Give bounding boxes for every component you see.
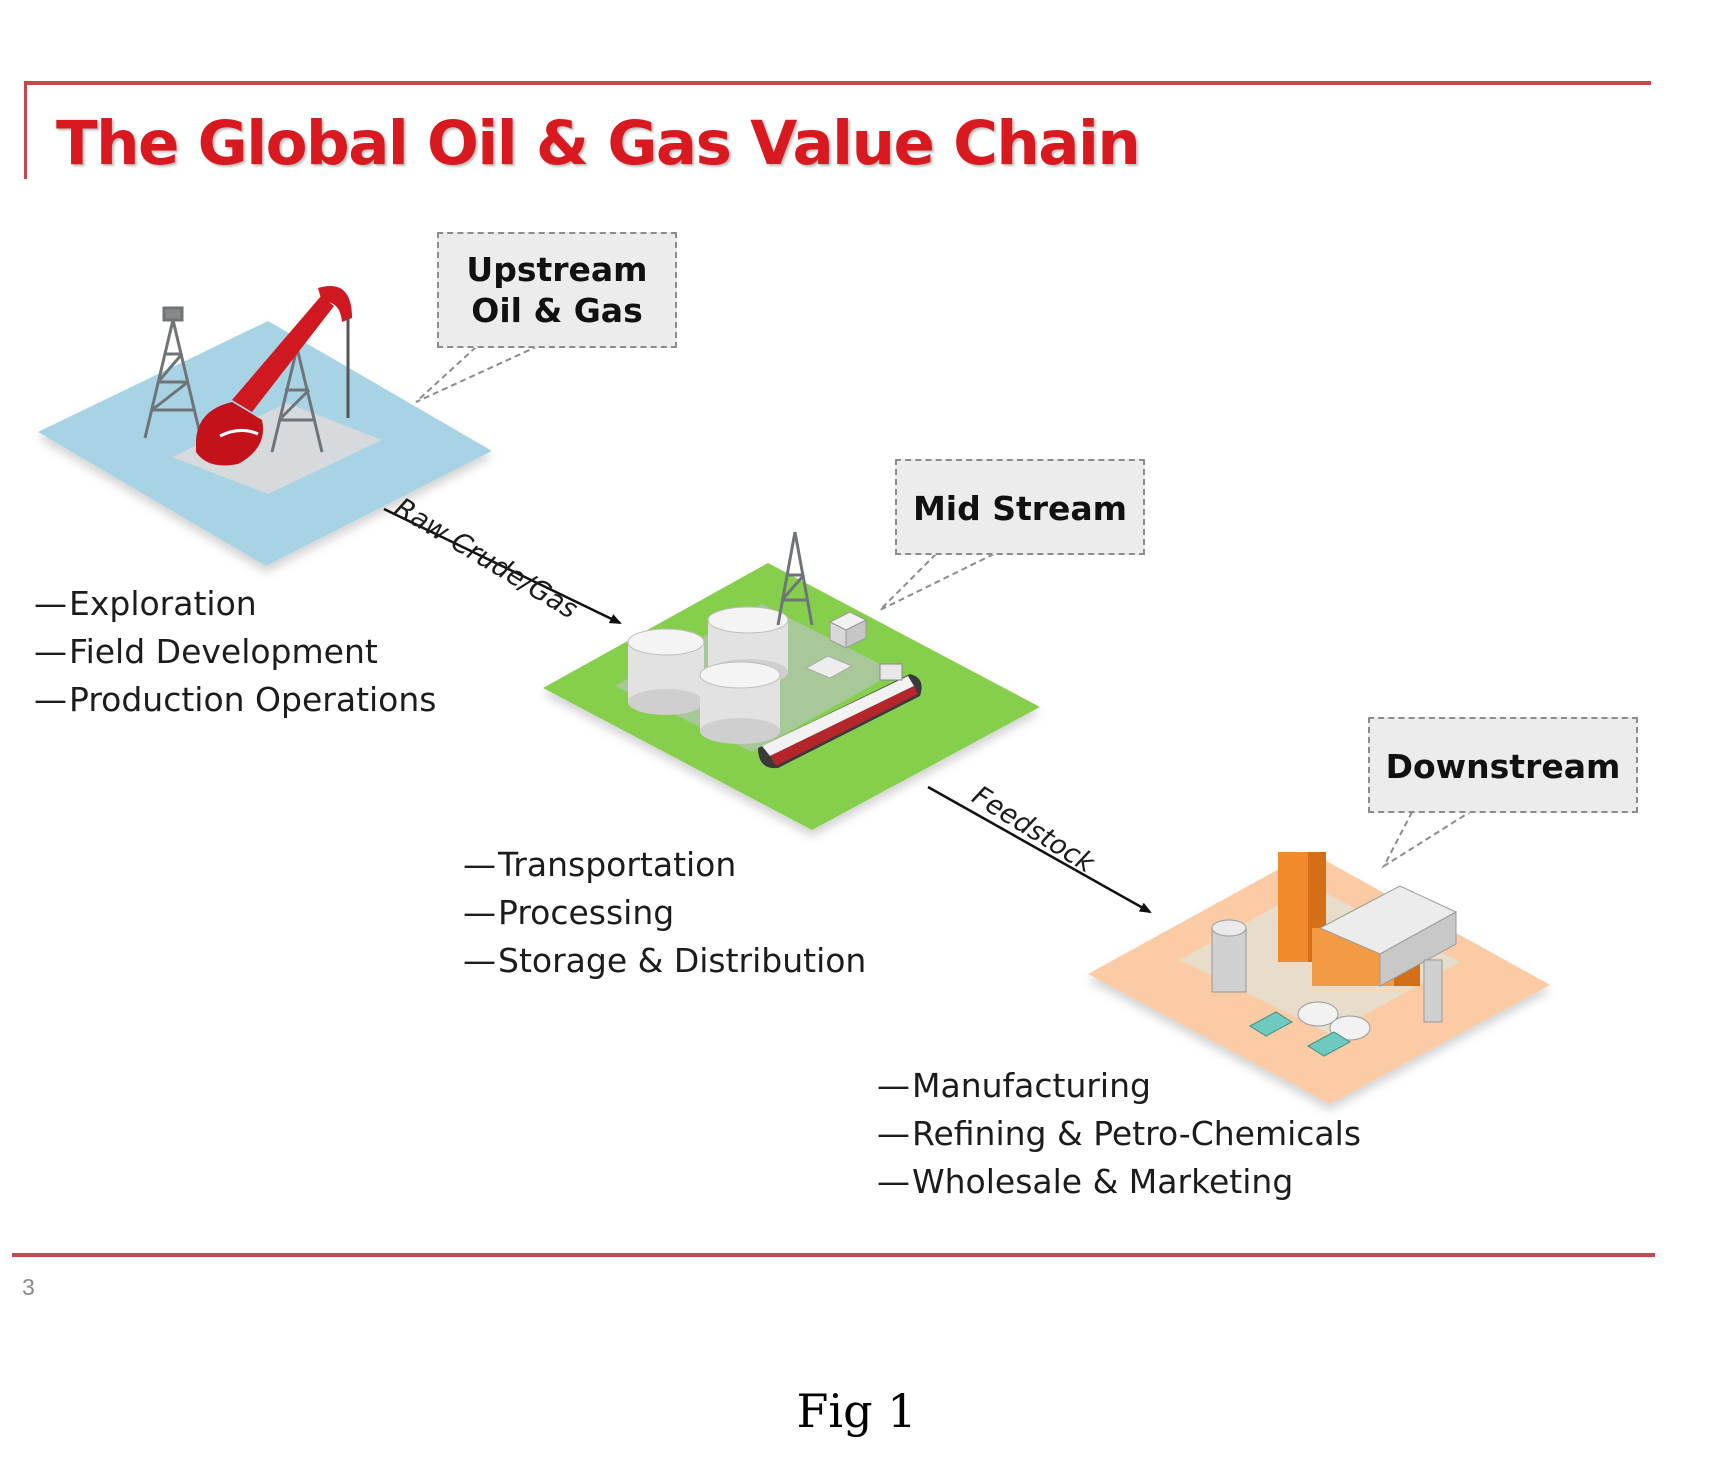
second-derrick-icon	[270, 347, 324, 453]
midstream-activity-list: Transportation Processing Storage & Dist…	[463, 841, 866, 985]
downstream-activity-list: Manufacturing Refining & Petro-Chemicals…	[877, 1062, 1361, 1206]
midstream-callout: Mid Stream	[895, 459, 1145, 555]
truck-icon	[1249, 1011, 1351, 1057]
midstream-platform	[543, 531, 1040, 830]
midstream-callout-pointer	[879, 553, 995, 611]
upstream-callout-line-2: Oil & Gas	[471, 291, 643, 330]
feedstock-flow-arrow	[927, 785, 1152, 914]
dome-tank-icon	[1297, 1001, 1371, 1041]
downstream-callout: Downstream	[1368, 717, 1638, 813]
upstream-platform	[38, 286, 492, 566]
downstream-platform	[1088, 852, 1550, 1104]
oil-derrick-icon	[776, 531, 814, 626]
list-item: Refining & Petro-Chemicals	[877, 1110, 1361, 1158]
list-item: Processing	[463, 889, 866, 937]
factory-building-icon	[1318, 885, 1458, 987]
list-item: Production Operations	[34, 676, 436, 724]
list-item: Field Development	[34, 628, 436, 676]
upstream-activity-list: Exploration Field Development Production…	[34, 580, 436, 724]
pump-jack-icon	[196, 286, 352, 466]
downstream-callout-line-1: Downstream	[1385, 747, 1621, 786]
storage-tank-icon	[627, 628, 705, 715]
silo-icon	[1211, 919, 1443, 1023]
raw-crude-flow-arrow	[383, 507, 622, 625]
list-item: Manufacturing	[877, 1062, 1361, 1110]
list-item: Transportation	[463, 841, 866, 889]
downstream-callout-pointer	[1381, 811, 1471, 869]
oil-derrick-icon	[143, 306, 203, 439]
tanker-ship-icon	[758, 663, 922, 769]
list-item: Exploration	[34, 580, 436, 628]
storage-tank-icon	[699, 661, 781, 744]
upstream-callout-line-1: Upstream	[466, 250, 648, 289]
page-number: 3	[22, 1274, 35, 1300]
upstream-callout: Upstream Oil & Gas	[437, 232, 677, 348]
slide-frame-bottom-rule	[12, 1253, 1655, 1257]
list-item: Storage & Distribution	[463, 937, 866, 985]
slide-frame-top-rule	[24, 81, 1651, 85]
upstream-pad	[172, 403, 382, 494]
list-item: Wholesale & Marketing	[877, 1158, 1361, 1206]
slide-frame-left-rule	[24, 81, 27, 179]
building-icon	[804, 611, 868, 679]
midstream-callout-line-1: Mid Stream	[912, 489, 1128, 528]
slide-title: The Global Oil & Gas Value Chain	[56, 108, 1141, 179]
upstream-callout-pointer	[415, 346, 537, 403]
figure-caption: Fig 1	[796, 1384, 917, 1438]
